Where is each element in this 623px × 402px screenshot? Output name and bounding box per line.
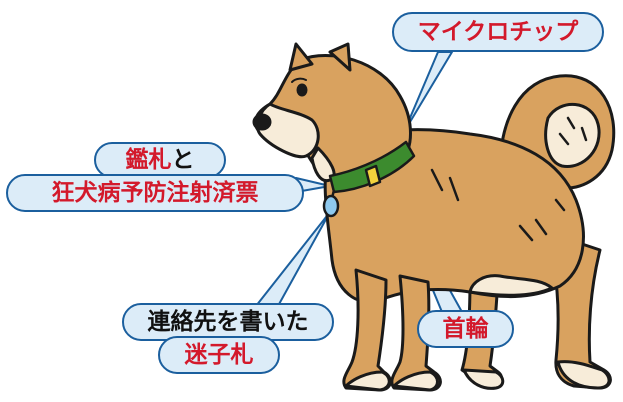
microchip-callout: マイクロチップ	[392, 12, 604, 52]
microchip-label: マイクロチップ	[417, 19, 579, 45]
collar-label: 首輪	[442, 316, 489, 342]
pointer-microchip	[403, 51, 453, 133]
lost-tag-description: 連絡先を書いた	[147, 309, 309, 335]
lost-tag-callout-line2: 迷子札	[158, 336, 280, 374]
dog-front-legs	[342, 268, 442, 392]
pointer-lost-tag	[255, 211, 331, 307]
license-tag-callout-line2: 狂犬病予防注射済票	[6, 174, 304, 212]
lost-tag-label: 迷子札	[184, 342, 254, 368]
conjunction-label: と	[171, 147, 195, 173]
dog-head	[252, 42, 412, 183]
license-tag-callout-line1: 鑑札と	[94, 142, 226, 178]
tag-pendant	[322, 189, 340, 218]
collar-callout: 首輪	[417, 310, 514, 348]
collar	[328, 140, 416, 194]
rabies-tag-label: 狂犬病予防注射済票	[51, 180, 259, 206]
license-tag-label: 鑑札	[125, 147, 172, 173]
